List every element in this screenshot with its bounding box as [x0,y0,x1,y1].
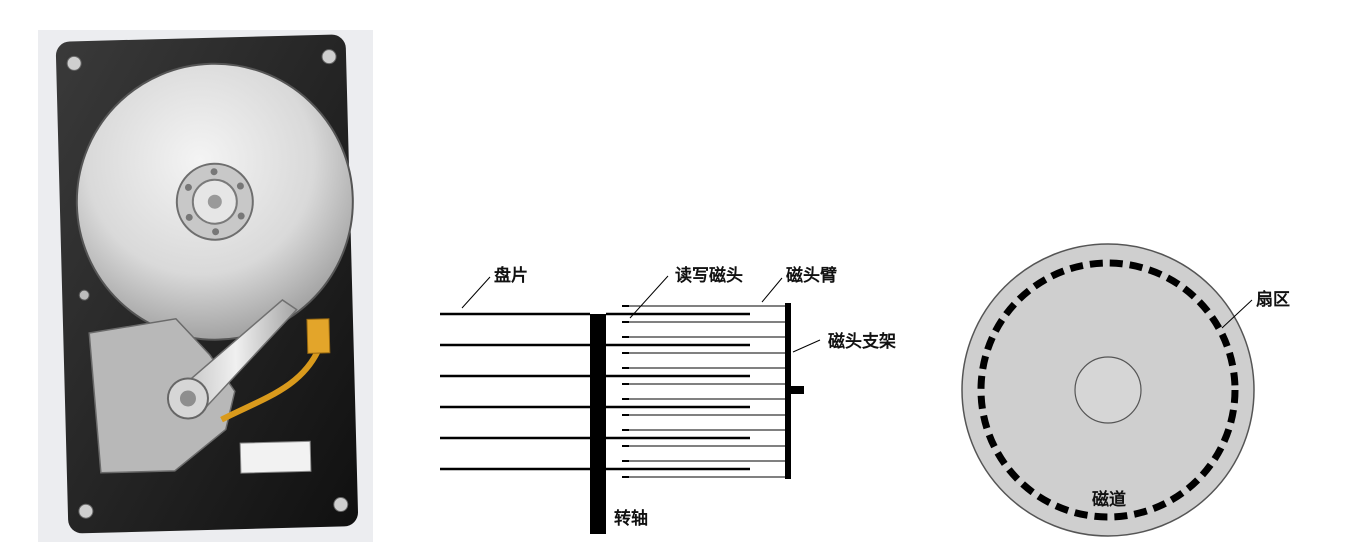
disk-hub [1074,356,1142,424]
leader-head-bracket [792,339,821,353]
label-track: 磁道 [1092,489,1126,510]
screw-icon [66,55,82,71]
label-sector: 扇区 [1256,289,1290,310]
leader-head-arm [761,277,783,303]
screw-icon [210,168,218,176]
sector-ring [977,259,1239,521]
screw-icon [321,49,337,65]
top-view-diagram: 扇区 磁道 [961,243,1290,537]
screw-icon [236,182,244,190]
photo-actuator-plate [88,317,236,474]
side-view-diagram: 盘片 读写磁头 磁头臂 磁头支架 转轴 [440,265,896,534]
photo-flex-cable [220,345,323,423]
rw-head-marks [622,305,629,478]
photo-flex-connector [306,318,331,354]
platter-lines [440,312,590,471]
leader-sector [1221,299,1253,329]
screw-icon [184,183,192,191]
head-arm-lines [624,305,786,478]
photo-hub-center [207,194,222,209]
photo-actuator-pivot-center [179,390,196,407]
spindle-bar [590,314,606,534]
label-spindle: 转轴 [614,508,648,529]
leader-platter [461,276,491,309]
screw-icon [78,503,94,519]
platter-lines-right [606,312,750,471]
label-rw-head: 读写磁头 [675,265,743,286]
screw-icon [212,228,220,236]
label-head-bracket: 磁头支架 [828,331,896,352]
head-bracket-pivot [791,386,804,394]
leader-rw-head [629,275,669,319]
screw-icon [333,497,349,513]
label-head-arm: 磁头臂 [786,265,837,286]
screw-icon [78,289,90,301]
screw-icon [185,213,193,221]
head-bracket-bar [785,303,791,479]
label-platter: 盘片 [494,265,528,286]
hard-disk-drive-photo [38,30,373,542]
screw-icon [237,212,245,220]
photo-label-sticker [239,440,312,474]
